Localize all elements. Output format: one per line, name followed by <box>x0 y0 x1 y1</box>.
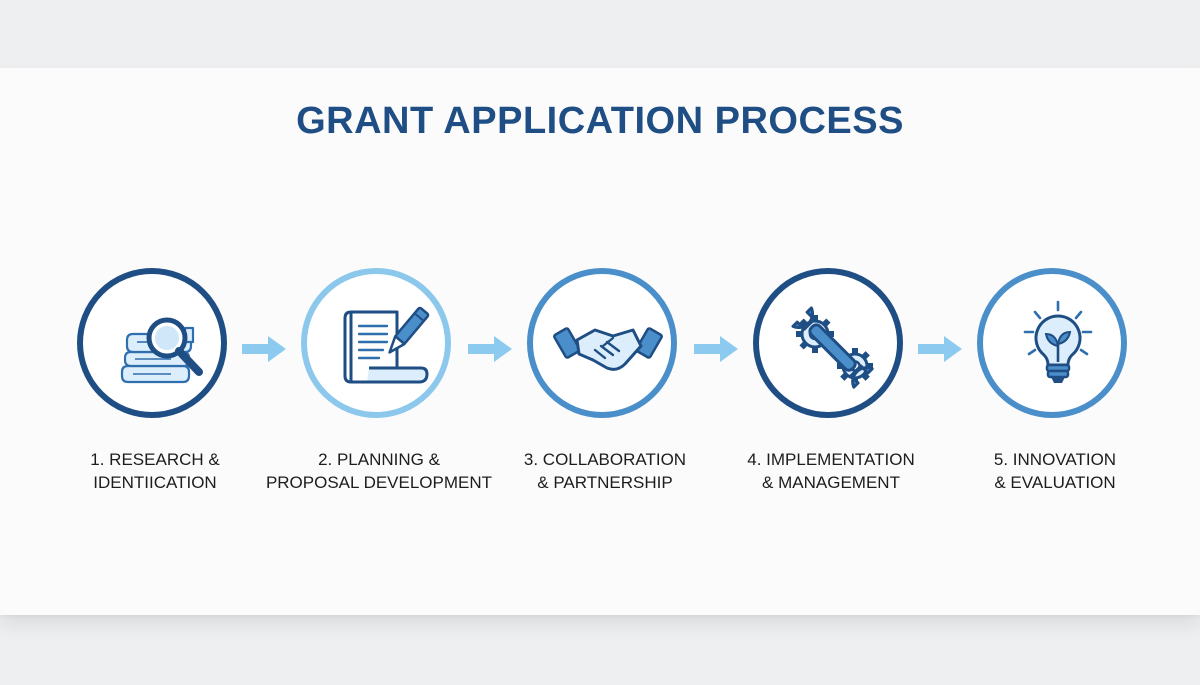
step-1-label: 1. RESEARCH & IDENTIICATION <box>90 450 220 492</box>
document-pen-icon <box>343 306 430 384</box>
diagram-title: GRANT APPLICATION PROCESS <box>296 100 904 142</box>
step-2-label: 2. PLANNING & PROPOSAL DEVELOPMENT <box>265 450 493 492</box>
step-4-circle <box>753 268 903 418</box>
step-1-circle <box>77 268 227 418</box>
arrow-right-icon <box>242 336 286 362</box>
magnifier-books-icon <box>120 317 203 384</box>
step-5-circle <box>977 268 1127 418</box>
step-2-circle <box>301 268 451 418</box>
wrench-gears-icon <box>791 306 874 389</box>
step-3-label: 3. COLLABORATION & PARTNERSHIP <box>523 450 687 492</box>
arrow-right-icon <box>918 336 962 362</box>
arrow-right-icon <box>694 336 738 362</box>
step-3-circle <box>527 268 677 418</box>
lightbulb-icon <box>1023 300 1093 383</box>
step-4-label: 4. IMPLEMENTATION & MANAGEMENT <box>747 450 915 492</box>
step-5-label: 5. INNOVATION & EVALUATION <box>993 450 1117 492</box>
handshake-icon <box>553 327 663 371</box>
arrow-right-icon <box>468 336 512 362</box>
